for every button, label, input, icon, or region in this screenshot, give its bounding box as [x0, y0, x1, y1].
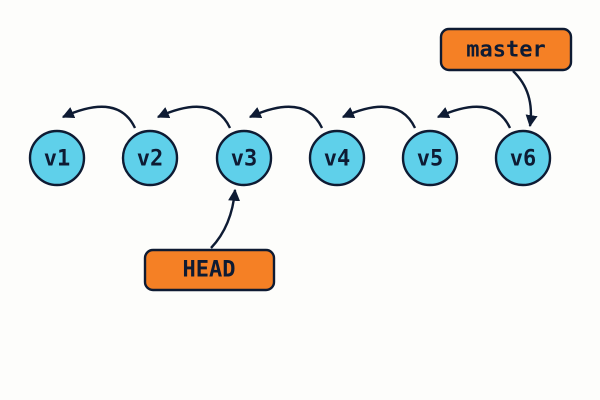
- commit-label-v6: v6: [510, 147, 537, 172]
- commit-label-v1: v1: [44, 147, 71, 172]
- edge-v4-to-v3: [248, 105, 324, 129]
- commit-node-v4: [308, 129, 366, 187]
- commit-v1: v1: [28, 129, 86, 187]
- edge-v3-to-v2: [156, 105, 232, 129]
- commit-node-v3: [215, 129, 273, 187]
- commit-v2: v2: [121, 129, 179, 187]
- commit-label-v5: v5: [417, 147, 444, 172]
- commit-node-v2: [121, 129, 179, 187]
- ref-master: master: [439, 27, 573, 128]
- ref-head: HEAD: [143, 188, 276, 292]
- ref-master-pointer: [512, 70, 538, 128]
- parent-links: [61, 105, 512, 129]
- commit-v4: v4: [308, 129, 366, 187]
- ref-head-label: HEAD: [183, 258, 236, 283]
- edge-v6-to-v5: [436, 105, 512, 129]
- commit-node-v6: [494, 129, 552, 187]
- commit-v5: v5: [401, 129, 459, 187]
- edge-v2-to-v1: [61, 105, 137, 129]
- commit-label-v4: v4: [324, 147, 351, 172]
- ref-master-label: master: [466, 38, 545, 63]
- edge-v5-to-v4: [341, 105, 417, 129]
- ref-head-pointer: [210, 188, 241, 249]
- commit-node-v1: [28, 129, 86, 187]
- ref-master-box: [439, 27, 573, 72]
- commit-label-v2: v2: [137, 147, 164, 172]
- ref-head-box: [143, 248, 276, 292]
- commit-v6: v6: [494, 129, 552, 187]
- commit-v3: v3: [215, 129, 273, 187]
- commit-label-v3: v3: [231, 147, 258, 172]
- commit-node-v5: [401, 129, 459, 187]
